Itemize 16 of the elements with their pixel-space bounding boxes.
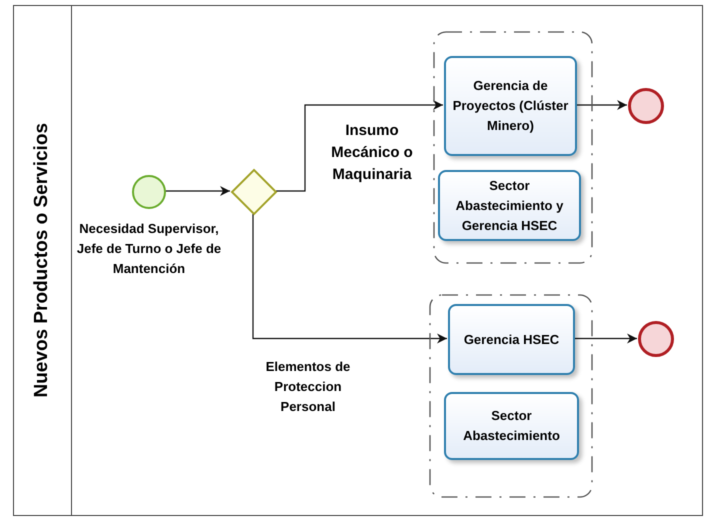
task-box <box>444 392 579 460</box>
sequence-flow-arrow <box>252 214 447 344</box>
sequence-flow-arrow <box>574 334 637 344</box>
pool-title: Nuevos Productos o Servicios <box>30 123 54 398</box>
task-box <box>444 56 577 156</box>
task-label: Gerencia de Proyectos (Clúster Minero) <box>452 77 570 135</box>
task-label: Sector Abastecimiento y Gerencia HSEC <box>454 176 564 234</box>
pool-lane <box>13 5 703 516</box>
sequence-flow-arrow <box>576 100 627 110</box>
sequence-flow-arrow <box>276 100 443 192</box>
task-label: Sector Abastecimiento <box>462 407 561 445</box>
event-caption: Necesidad Supervisor, Jefe de Turno o Jefe de Mantención <box>76 220 222 278</box>
sequence-flow-arrow <box>165 186 230 196</box>
task-box <box>448 304 575 375</box>
task-label: Gerencia HSEC <box>464 330 560 348</box>
task-box <box>438 170 581 241</box>
